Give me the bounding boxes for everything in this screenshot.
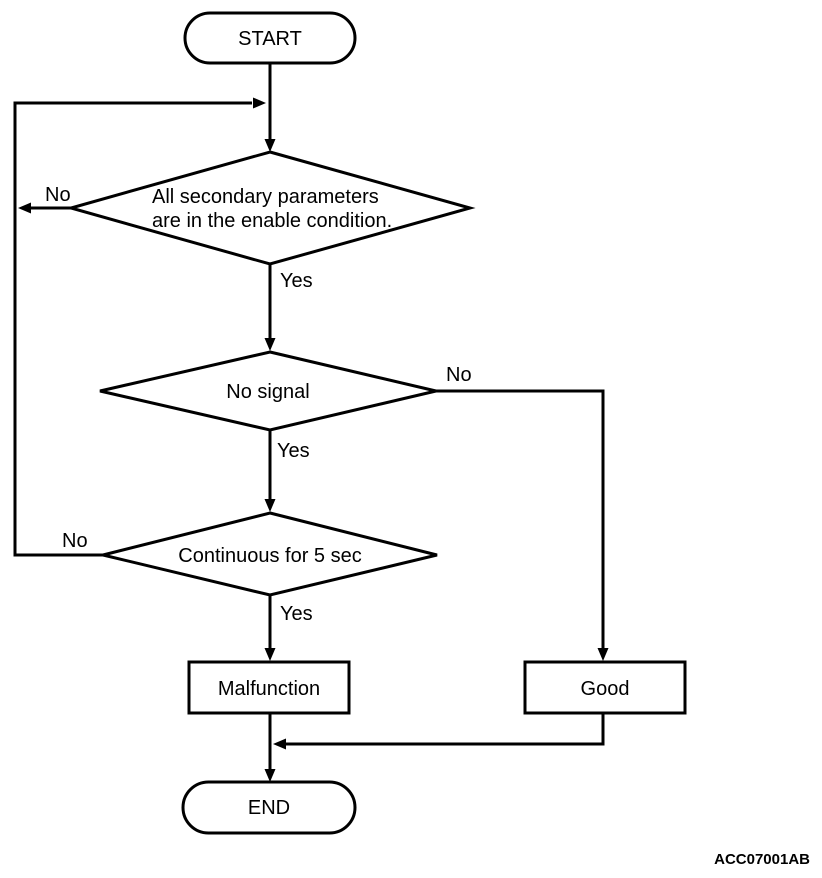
decision1-label-line1: All secondary parameters bbox=[152, 186, 379, 208]
malfunction-rect-shape bbox=[187, 660, 351, 715]
decision2-label: No signal bbox=[226, 381, 309, 403]
connector-decision3-yes bbox=[264, 595, 276, 661]
connector-decision1-yes bbox=[264, 264, 276, 351]
figure-code: ACC07001AB bbox=[714, 851, 810, 868]
end-terminator-shape bbox=[181, 780, 357, 835]
decision1-diamond-shape bbox=[65, 150, 476, 266]
label-decision3-yes: Yes bbox=[280, 603, 313, 625]
decision3-label: Continuous for 5 sec bbox=[178, 545, 361, 567]
decision3-diamond-shape bbox=[102, 511, 438, 597]
end-label: END bbox=[248, 797, 290, 819]
label-decision2-no: No bbox=[446, 364, 472, 386]
label-decision3-no: No bbox=[62, 530, 88, 552]
good-rect-shape bbox=[523, 660, 687, 715]
connector-decision2-yes bbox=[264, 430, 276, 512]
decision2-diamond-shape bbox=[99, 350, 437, 432]
start-node: START bbox=[183, 11, 357, 65]
connector-loop-return bbox=[13, 97, 266, 557]
connector-decision1-no bbox=[18, 202, 71, 214]
connector-good-to-end bbox=[273, 713, 605, 750]
label-decision1-yes: Yes bbox=[280, 270, 313, 292]
label-decision1-no: No bbox=[45, 184, 71, 206]
end-node: END bbox=[181, 780, 357, 835]
connector-decision2-no bbox=[436, 389, 609, 661]
connector-malfunction-to-end bbox=[264, 713, 276, 782]
good-box: Good bbox=[523, 660, 687, 715]
decision-continuous-5sec: Continuous for 5 sec bbox=[102, 511, 438, 597]
malfunction-label: Malfunction bbox=[218, 678, 320, 700]
malfunction-box: Malfunction bbox=[187, 660, 351, 715]
start-label: START bbox=[238, 28, 302, 50]
decision-no-signal: No signal bbox=[99, 350, 437, 432]
label-decision2-yes: Yes bbox=[277, 440, 310, 462]
good-label: Good bbox=[581, 678, 630, 700]
decision1-label-line2: are in the enable condition. bbox=[152, 210, 392, 232]
connector-start-to-decision1 bbox=[264, 63, 276, 152]
start-terminator-shape bbox=[183, 11, 357, 65]
decision-secondary-parameters: All secondary parameters are in the enab… bbox=[65, 150, 476, 266]
